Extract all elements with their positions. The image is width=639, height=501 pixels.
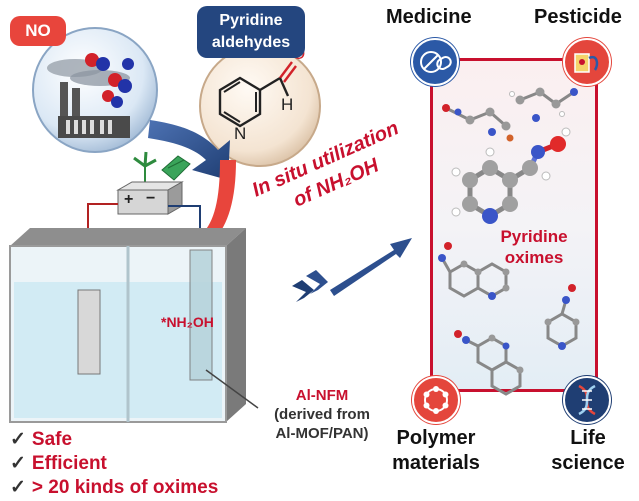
- nh2oh-cell-label: *NH₂OH: [161, 314, 214, 330]
- polymer-line2: materials: [392, 452, 480, 474]
- dna-icon: [563, 376, 611, 424]
- medicine-icon: [411, 38, 459, 86]
- electrode-pointer: [205, 369, 259, 409]
- check-icon: ✓: [10, 453, 26, 474]
- life-line1: Life: [570, 427, 606, 449]
- benefit-oximes: ✓> 20 kinds of oximes: [10, 476, 218, 499]
- benefit-efficient-text: Efficient: [31, 453, 107, 474]
- pyridine-oximes-label: Pyridine oximes: [484, 226, 584, 268]
- molecule-3: [451, 127, 571, 224]
- check-icon: ✓: [10, 429, 26, 450]
- battery-minus: −: [146, 190, 156, 207]
- electrode-label: Al-NFM (derived from Al-MOF/PAN): [262, 386, 382, 443]
- electrode-name: Al-NFM: [295, 387, 349, 404]
- no-source-bubble: [20, 20, 170, 156]
- chevron-2: [306, 270, 328, 294]
- aldehyde-nitrogen-label: N: [234, 124, 247, 143]
- electrode-desc1: (derived from: [274, 406, 370, 423]
- chevron-1: [292, 280, 314, 302]
- polymer-icon: [412, 376, 460, 424]
- molecule-6: [454, 330, 524, 396]
- pyridine-aldehyde-structure: [199, 45, 321, 167]
- benefit-safe: ✓Safe: [10, 428, 72, 451]
- product-line1: Pyridine: [500, 227, 568, 246]
- product-line2: oximes: [504, 248, 564, 267]
- molecule-4: [438, 242, 510, 300]
- pyridine-aldehydes-badge: Pyridine aldehydes: [197, 6, 305, 58]
- benefit-oximes-text: > 20 kinds of oximes: [31, 477, 219, 498]
- renewable-power-icons: [133, 151, 191, 182]
- molecule-5: [544, 284, 580, 350]
- polymer-label: Polymer materials: [386, 426, 486, 476]
- benefit-safe-text: Safe: [31, 429, 73, 450]
- molecule-1: [442, 104, 514, 142]
- benefit-efficient: ✓Efficient: [10, 452, 107, 475]
- no-to-cell-arrow: [148, 120, 230, 180]
- medicine-label: Medicine: [386, 6, 472, 28]
- pyridine-badge-line2: aldehydes: [211, 34, 291, 51]
- pesticide-icon: [563, 38, 611, 86]
- check-icon: ✓: [10, 477, 26, 498]
- no-badge: NO: [10, 16, 66, 46]
- cell-to-products-arrow: [330, 238, 412, 296]
- polymer-line1: Polymer: [396, 427, 476, 449]
- life-line2: science: [551, 452, 625, 474]
- no-badge-label: NO: [25, 21, 51, 40]
- aldehyde-hydrogen-label: H: [281, 95, 294, 114]
- pyridine-badge-line1: Pyridine: [219, 12, 283, 29]
- life-science-label: Life science: [548, 426, 628, 476]
- pesticide-label: Pesticide: [534, 6, 622, 28]
- electrode-desc2: Al-MOF/PAN): [275, 425, 369, 442]
- battery-plus: +: [124, 191, 134, 208]
- factory-emissions-illustration: [32, 27, 158, 153]
